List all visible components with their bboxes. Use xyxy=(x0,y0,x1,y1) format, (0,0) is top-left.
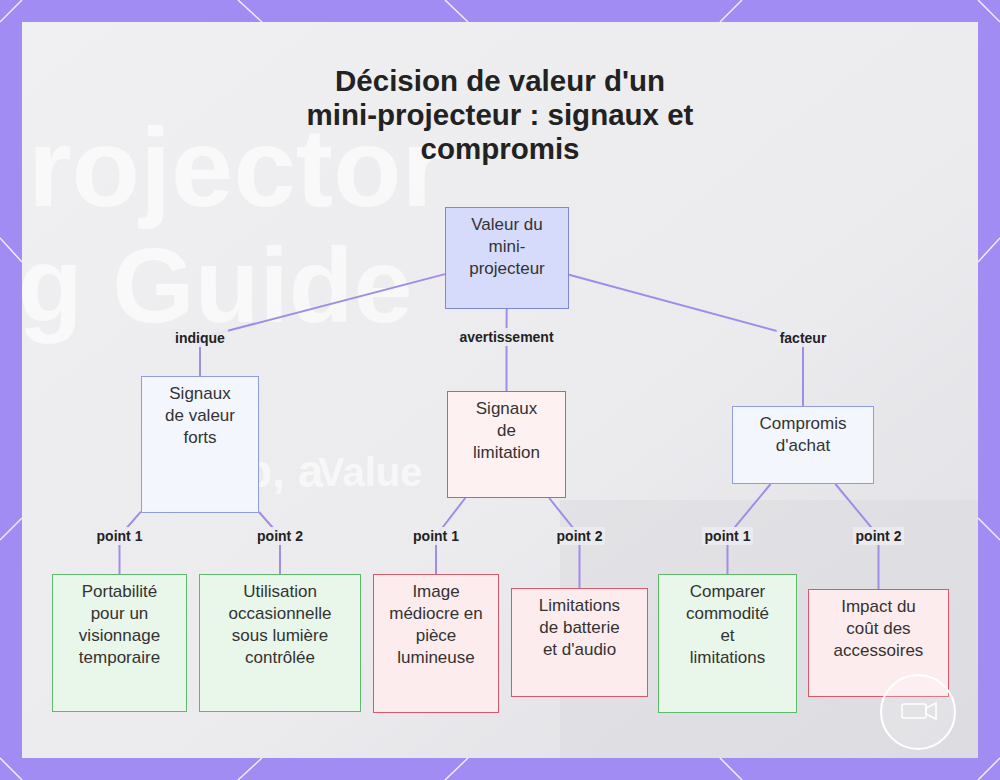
watermark-text: g Guide xyxy=(18,232,413,338)
diagram-title: Décision de valeur d'un mini-projecteur … xyxy=(301,64,699,166)
content-card xyxy=(22,22,978,758)
concept-box: Portabilité pour un visionnage temporair… xyxy=(52,574,187,712)
box-text: Utilisation occasionnelle sous lumière c… xyxy=(218,581,343,669)
box-text: Limitations de batterie et d'audio xyxy=(531,595,629,661)
watermark-text: Value xyxy=(318,452,423,492)
box-text: Impact du coût des accessoires xyxy=(829,596,929,662)
concept-box: Signaux de valeur forts xyxy=(141,376,259,513)
concept-box: Signaux de limitation xyxy=(447,391,566,498)
box-text: Compromis d'achat xyxy=(748,413,858,457)
connector-line xyxy=(506,309,508,391)
box-text: Valeur du mini-projecteur xyxy=(460,214,555,280)
edge-label: indique xyxy=(172,329,228,347)
box-text: Portabilité pour un visionnage temporair… xyxy=(70,581,170,669)
connector-line xyxy=(569,275,803,406)
concept-box: Utilisation occasionnelle sous lumière c… xyxy=(199,574,361,712)
logo-badge xyxy=(881,675,955,749)
edge-label: avertissement xyxy=(456,328,556,346)
box-text: Image médiocre en pièce lumineuse xyxy=(389,581,484,669)
concept-box: Valeur du mini-projecteur xyxy=(445,207,569,309)
concept-box: Image médiocre en pièce lumineuse xyxy=(373,574,499,713)
edge-label: point 2 xyxy=(254,527,306,545)
concept-box: Compromis d'achat xyxy=(732,406,874,484)
edge-label: point 2 xyxy=(554,527,606,545)
edge-label: point 1 xyxy=(702,527,754,545)
edge-label: point 1 xyxy=(410,527,462,545)
box-text: Comparer commodité et limitations xyxy=(683,581,773,669)
concept-box: Impact du coût des accessoires xyxy=(808,589,949,697)
box-text: Signaux de valeur forts xyxy=(161,383,239,449)
concept-box: Comparer commodité et limitations xyxy=(658,574,797,713)
edge-label: facteur xyxy=(777,329,830,347)
concept-box: Limitations de batterie et d'audio xyxy=(511,588,648,697)
box-text: Signaux de limitation xyxy=(468,398,546,464)
edge-label: point 2 xyxy=(853,527,905,545)
edge-label: point 1 xyxy=(94,527,146,545)
